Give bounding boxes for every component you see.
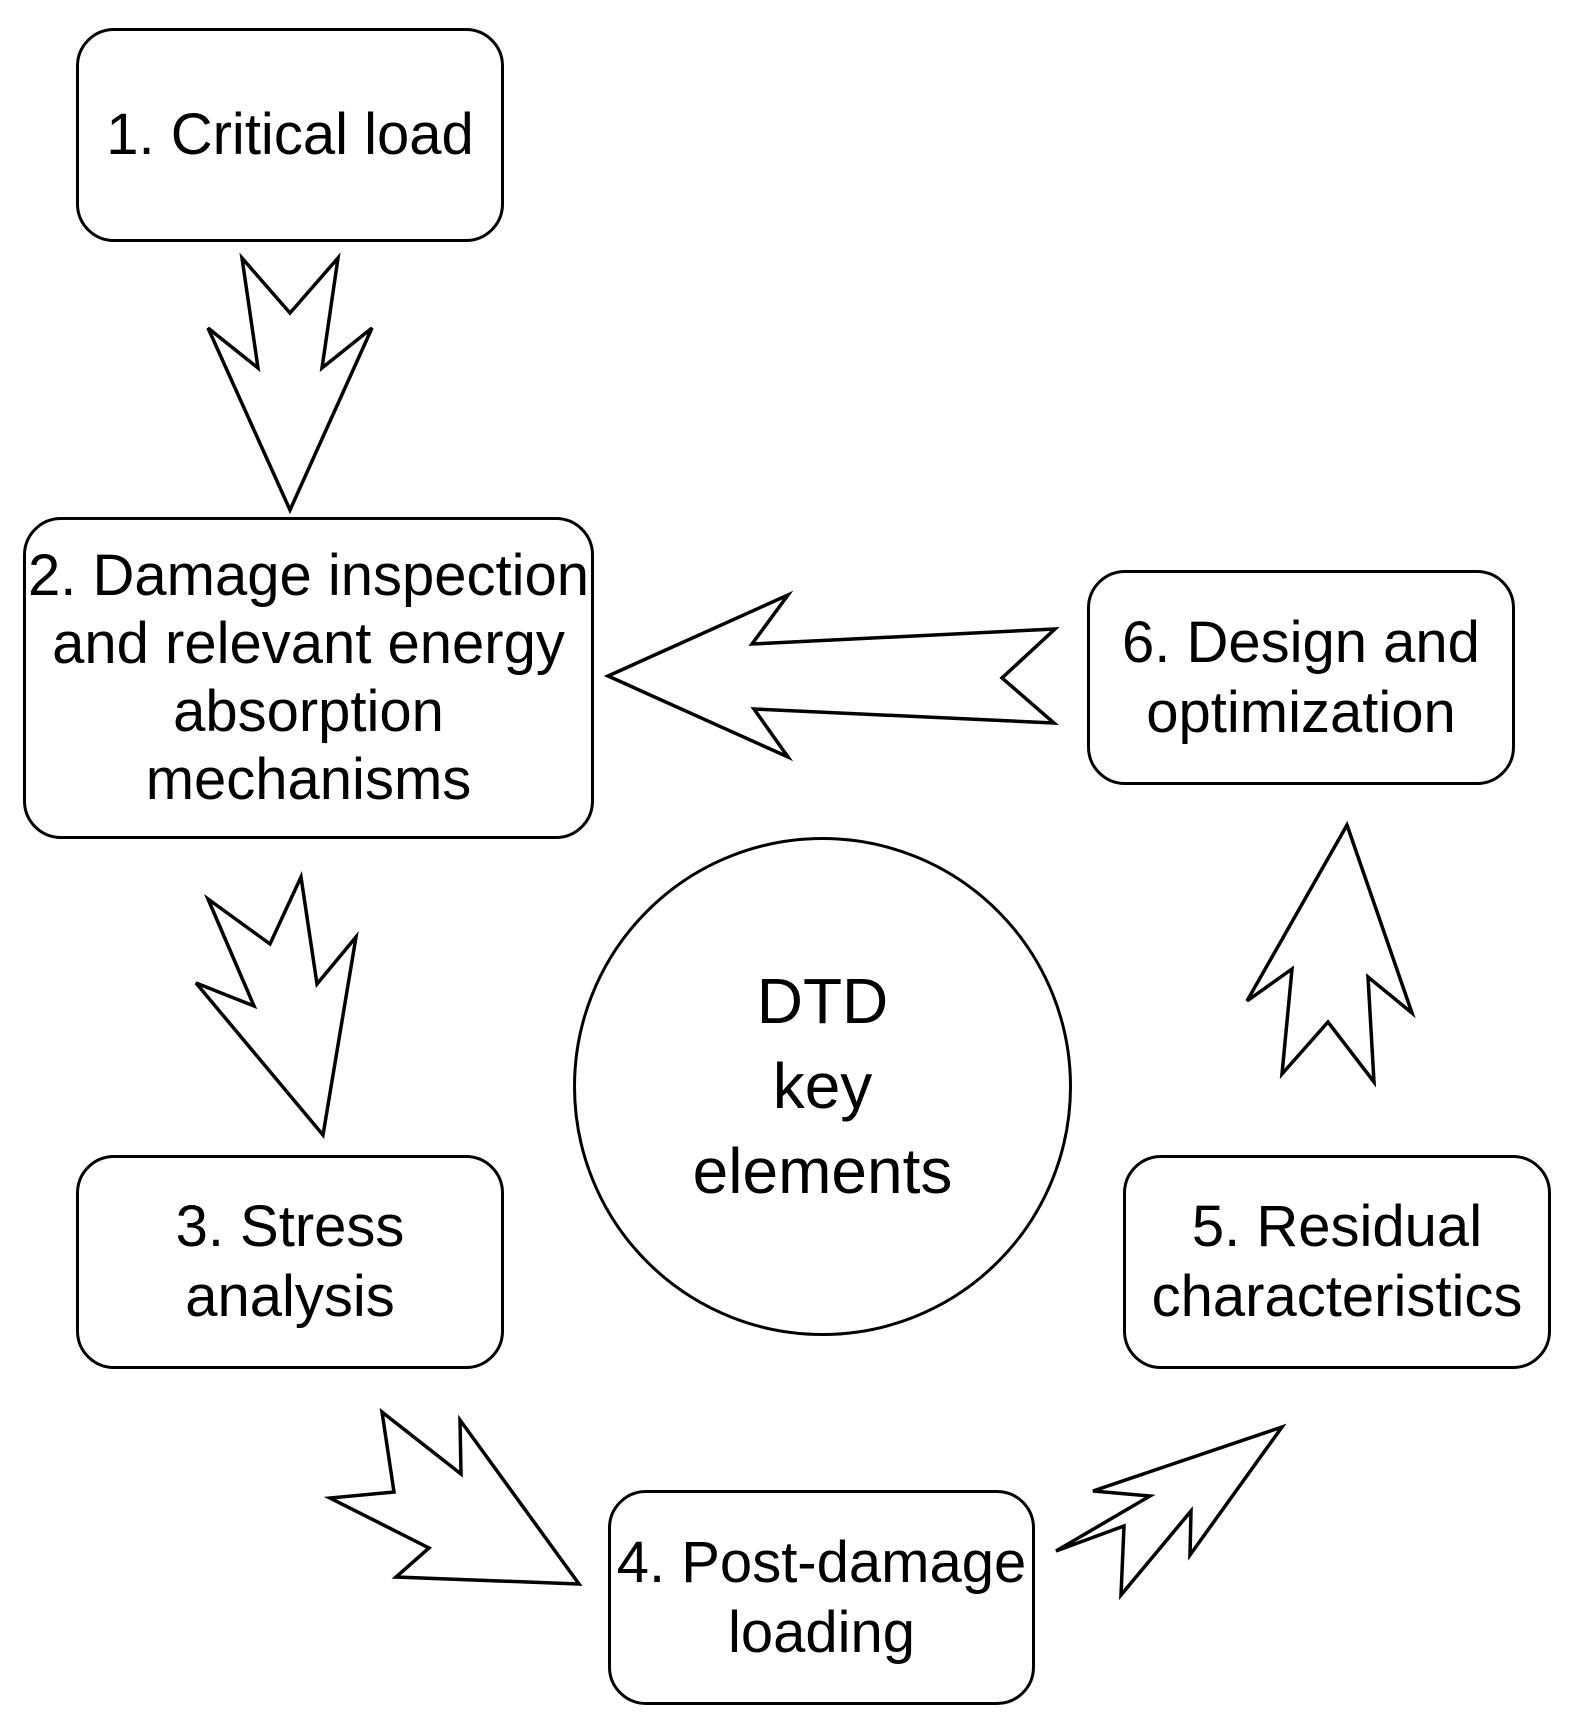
- arrow-4-to-5: [1055, 1423, 1287, 1601]
- node-post-damage-loading: 4. Post-damage loading: [608, 1490, 1035, 1705]
- node-critical-load: 1. Critical load: [76, 28, 504, 242]
- node-design-optimization-label: 6. Design and optimization: [1122, 609, 1480, 745]
- node-damage-inspection: 2. Damage inspection and relevant energy…: [23, 517, 594, 839]
- center-circle: DTD key elements: [573, 837, 1072, 1336]
- node-design-optimization: 6. Design and optimization: [1087, 570, 1515, 785]
- arrow-3-to-4: [323, 1407, 583, 1586]
- node-residual-characteristics: 5. Residual characteristics: [1123, 1155, 1551, 1369]
- center-label: DTD key elements: [692, 965, 953, 1207]
- node-stress-analysis-label: 3. Stress analysis: [175, 1194, 405, 1329]
- arrow-1-to-2: [206, 252, 374, 515]
- node-stress-analysis: 3. Stress analysis: [76, 1155, 504, 1369]
- node-residual-characteristics-label: 5. Residual characteristics: [1151, 1194, 1523, 1329]
- node-post-damage-loading-label: 4. Post-damage loading: [616, 1529, 1027, 1665]
- arrow-5-to-6: [1245, 820, 1416, 1088]
- node-critical-load-label: 1. Critical load: [106, 102, 474, 167]
- node-damage-inspection-label: 2. Damage inspection and relevant energy…: [28, 543, 589, 812]
- arrow-6-to-2: [603, 590, 1060, 762]
- arrow-2-to-3: [194, 870, 359, 1140]
